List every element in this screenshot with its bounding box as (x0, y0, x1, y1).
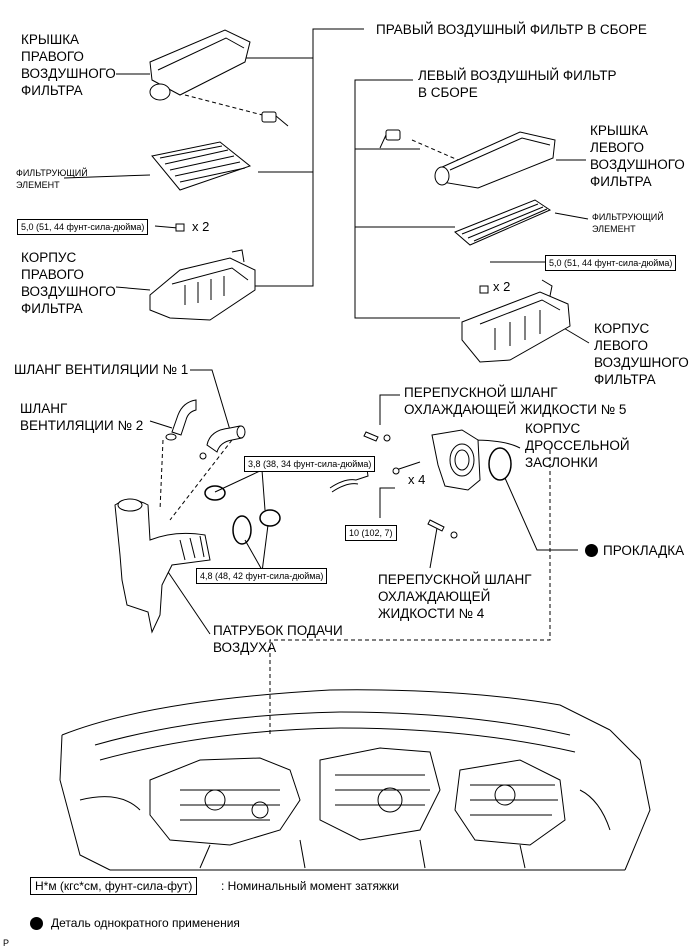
vent-hose-1-label: ШЛАНГ ВЕНТИЛЯЦИИ № 1 (14, 362, 189, 377)
throttle-body-label: КОРПУС ДРОССЕЛЬНОЙ ЗАСЛОНКИ (525, 421, 630, 470)
right-assembly-label: ПРАВЫЙ ВОЗДУШНЫЙ ФИЛЬТР В СБОРЕ (376, 22, 647, 37)
throttle-body-drawing (431, 429, 481, 491)
right-filter-case-drawing (149, 223, 256, 321)
torque-left-case: 5,0 (51, 44 фунт-сила-дюйма) (545, 255, 677, 271)
coolant-pipe-drawing (329, 461, 369, 493)
engine-bay-drawing (59, 689, 651, 871)
gasket-drawing (488, 447, 512, 481)
left-filter-case-drawing (461, 279, 571, 363)
right-case-label: КОРПУС ПРАВОГО ВОЗДУШНОГО ФИЛЬТРА (21, 250, 116, 316)
multiplier-left-case: x 2 (493, 279, 511, 294)
torque-right-case: 5,0 (51, 44 фунт-сила-дюйма) (17, 219, 149, 235)
torque-vent-clamp: 3,8 (38, 34 фунт-сила-дюйма) (244, 456, 376, 472)
multiplier-throttle-bolt: x 4 (408, 472, 426, 487)
legend-torque-desc: : Номинальный момент затяжки (221, 879, 399, 893)
clamps-drawing (204, 485, 281, 545)
gasket-label: ПРОКЛАДКА (603, 543, 685, 558)
legend-torque-box: Н*м (кгс*см, фунт-сила-фут) (30, 877, 198, 895)
torque-inlet-clamp: 4,8 (48, 42 фунт-сила-дюйма) (196, 568, 328, 584)
leader-left-assembly (354, 79, 460, 319)
multiplier-right-case: x 2 (192, 219, 210, 234)
throttle-bolt-drawing (392, 461, 421, 475)
left-assembly-label: ЛЕВЫЙ ВОЗДУШНЫЙ ФИЛЬТР В СБОРЕ (418, 68, 617, 100)
left-cover-label: КРЫШКА ЛЕВОГО ВОЗДУШНОГО ФИЛЬТРА (590, 123, 685, 189)
leader-right-assembly (240, 28, 364, 287)
legend-single-use-mark (30, 917, 43, 930)
legend-single-use-text: Деталь однократного применения (51, 916, 240, 930)
air-inlet-drawing (114, 498, 211, 634)
vent-hose-2-label: ШЛАНГ ВЕНТИЛЯЦИИ № 2 (20, 401, 144, 433)
corner-mark: P (3, 938, 10, 948)
right-cover-label: КРЫШКА ПРАВОГО ВОЗДУШНОГО ФИЛЬТРА (21, 32, 116, 98)
bypass-hose-5-label: ПЕРЕПУСКНОЙ ШЛАНГ ОХЛАЖДАЮЩЕЙ ЖИДКОСТИ №… (404, 385, 627, 417)
right-filter-element-drawing (151, 141, 252, 191)
bypass-hose-4-label: ПЕРЕПУСКНОЙ ШЛАНГ ОХЛАЖДАЮЩЕЙ ЖИДКОСТИ №… (378, 572, 532, 621)
right-element-label: ФИЛЬТРУЮЩИЙ ЭЛЕМЕНТ (16, 168, 88, 190)
bypass-hose-4-drawing (427, 519, 458, 539)
right-filter-cover-drawing (149, 29, 289, 127)
bypass-hose-5-drawing (363, 431, 391, 442)
air-inlet-label: ПАТРУБОК ПОДАЧИ ВОЗДУХА (213, 623, 343, 655)
torque-throttle-bolt: 10 (102, 7) (345, 525, 397, 541)
left-element-label: ФИЛЬТРУЮЩИЙ ЭЛЕМЕНТ (592, 212, 664, 234)
left-filter-element-drawing (454, 199, 552, 246)
vent-hose-2-drawing (165, 399, 197, 441)
single-use-mark (585, 544, 598, 557)
vent-hose-1-drawing (199, 425, 246, 460)
left-filter-cover-drawing (379, 129, 556, 189)
left-case-label: КОРПУС ЛЕВОГО ВОЗДУШНОГО ФИЛЬТРА (594, 321, 689, 387)
